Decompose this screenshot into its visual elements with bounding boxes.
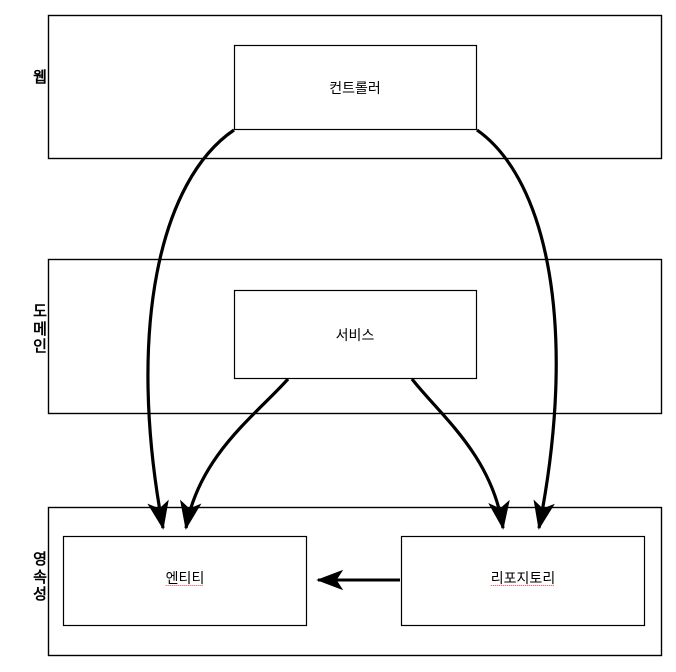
node-label-controller: 컨트롤러 [329, 80, 381, 96]
layer-label-domain: 도 메 인 [33, 303, 47, 356]
node-label-entity: 엔티티 [165, 570, 205, 586]
edge-service-to-repository [410, 378, 510, 530]
node-box-service [233, 289, 478, 380]
layer-label-persistence: 영 속 성 [33, 551, 47, 604]
node-label-service: 서비스 [335, 327, 375, 343]
edge-controller-to-entity [146, 128, 235, 530]
edge-paths-group [146, 128, 558, 591]
node-box-repository [400, 535, 646, 627]
edge-controller-to-repository [476, 128, 558, 530]
layer-label-web: 웹 [33, 69, 47, 86]
node-label-repository: 리포지토리 [490, 570, 556, 586]
layer-box-persistence [47, 506, 663, 657]
layer-boxes-group [47, 14, 663, 657]
edge-service-to-entity [180, 377, 290, 530]
layer-box-web [47, 14, 663, 160]
layer-box-domain [47, 258, 663, 415]
node-box-controller [233, 44, 478, 131]
node-box-entity [62, 535, 308, 627]
node-boxes-group [62, 44, 646, 627]
